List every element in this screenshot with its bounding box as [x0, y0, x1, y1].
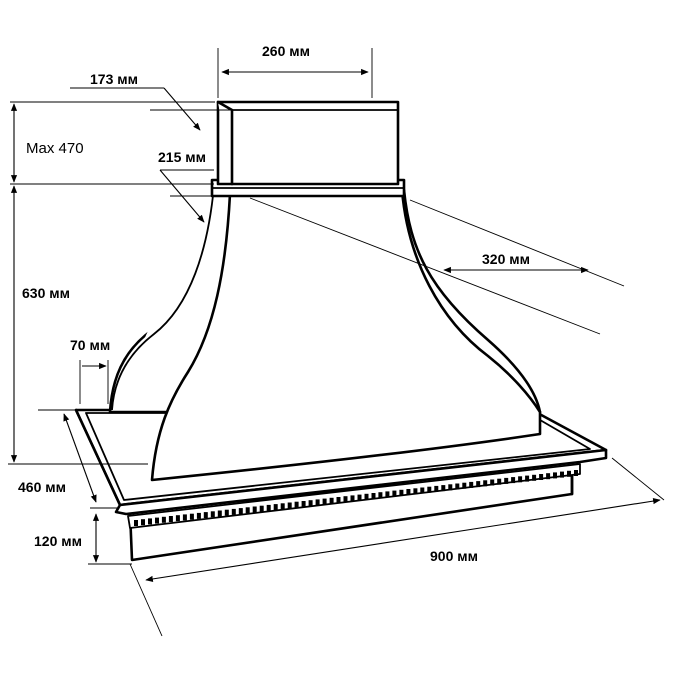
label-chimney-width: 260 мм — [262, 43, 310, 59]
filter-slot — [574, 470, 578, 476]
filter-slot — [308, 500, 313, 507]
label-base-width: 900 мм — [430, 548, 478, 564]
filter-slot — [315, 499, 320, 506]
dimension-labels: 260 мм 173 мм Max 470 215 мм 320 мм 630 … — [18, 43, 530, 564]
filter-slot — [364, 493, 369, 500]
filter-slot — [420, 487, 425, 494]
filter-slot — [148, 518, 152, 525]
label-hood-height: 630 мм — [22, 285, 70, 301]
filter-slot — [378, 492, 383, 499]
filter-slot — [441, 485, 446, 492]
filter-slot — [357, 494, 362, 501]
filter-slot — [155, 517, 159, 524]
filter-slot — [504, 477, 509, 484]
filter-slot — [280, 503, 285, 510]
filter-slot — [238, 508, 243, 515]
filter-slot — [203, 512, 208, 519]
label-hood-depth-top: 320 мм — [482, 251, 530, 267]
filter-slot — [455, 483, 460, 490]
filter-slot — [301, 501, 306, 507]
filter-slot — [189, 513, 194, 520]
filter-slot — [399, 489, 404, 496]
filter-slot — [497, 478, 502, 485]
filter-slot — [413, 488, 418, 495]
filter-slot — [371, 493, 376, 499]
label-base-height: 120 мм — [34, 533, 82, 549]
filter-slot — [511, 477, 516, 484]
filter-slot — [175, 515, 180, 522]
label-chimney-depth-bottom: 215 мм — [158, 149, 206, 165]
filter-slot — [266, 504, 271, 511]
filter-slot — [518, 476, 523, 483]
filter-slot — [476, 481, 481, 488]
dimension-lines — [8, 48, 665, 637]
filter-slot — [567, 470, 571, 477]
filter-slot — [546, 473, 551, 480]
chimney — [216, 100, 400, 186]
filter-slot — [245, 507, 250, 514]
filter-slot — [182, 514, 187, 521]
filter-slot — [252, 506, 257, 513]
filter-slot — [294, 501, 299, 508]
label-chimney-depth-top: 173 мм — [90, 71, 138, 87]
filter-slot — [141, 519, 145, 526]
filter-slot — [434, 485, 439, 492]
filter-slot — [525, 475, 530, 482]
filter-slot — [406, 489, 411, 495]
filter-slot — [329, 497, 334, 504]
filter-slot — [224, 509, 229, 516]
filter-slot — [385, 491, 390, 498]
filter-slot — [161, 516, 166, 523]
hood-body — [108, 182, 542, 482]
filter-slot — [448, 484, 453, 491]
filter-slot — [273, 504, 278, 511]
label-frame-offset: 70 мм — [70, 337, 110, 353]
filter-slot — [539, 474, 544, 480]
filter-slot — [210, 511, 215, 518]
filter-slot — [343, 496, 348, 503]
filter-slot — [322, 498, 327, 505]
filter-slot — [217, 510, 222, 517]
filter-slot — [259, 505, 264, 512]
filter-slot — [553, 472, 557, 479]
filter-slot — [350, 495, 355, 502]
filter-slot — [483, 480, 488, 487]
filter-slot — [469, 481, 474, 488]
filter-slot — [196, 512, 201, 519]
filter-slot — [462, 482, 467, 489]
label-chimney-height-max: Max 470 — [26, 140, 84, 157]
filter-slot — [134, 520, 138, 526]
filter-slot — [287, 502, 292, 509]
filter-slot — [427, 486, 432, 493]
filter-slot — [392, 490, 397, 497]
filter-slot — [231, 508, 236, 515]
filter-slot — [532, 474, 537, 481]
filter-slot — [560, 471, 564, 478]
label-base-depth: 460 мм — [18, 479, 66, 495]
filter-slot — [336, 497, 341, 503]
filter-slot — [168, 516, 173, 522]
filter-slot — [490, 479, 495, 486]
